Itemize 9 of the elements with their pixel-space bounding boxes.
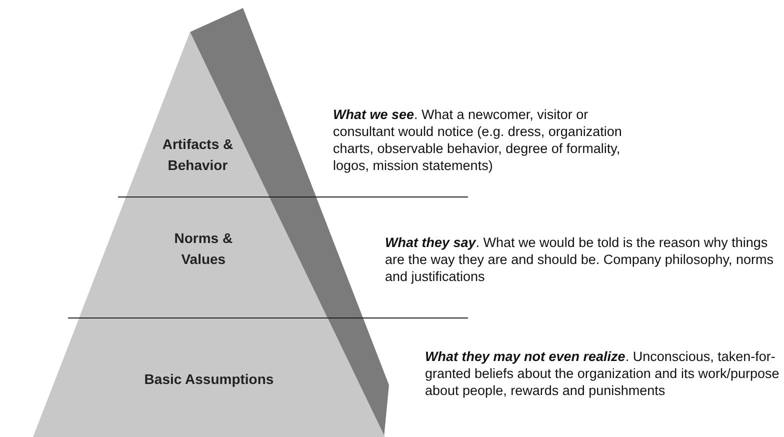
tier-description: What they may not even realize. Unconscious, taken-for-granted beliefs about the organization and its work/purpose about people, rewards and punishments — [425, 348, 780, 399]
tier-label: Basic Assumptions — [143, 370, 275, 389]
tier-label: Artifacts & Behavior — [161, 135, 234, 175]
tier-description: What we see. What a newcomer, visitor or consultant would notice (e.g. dress, organization charts, observable behavior, degree of formality, logos, mission statements) — [333, 106, 623, 174]
pyramid-tier — [79, 197, 328, 318]
pyramid-tier — [126, 32, 270, 197]
tier-label: Norms & Values — [173, 229, 234, 269]
tier-description: What they say. What we would be told is the reason why things are the way they are and should be. Company philosophy, norms and justifications — [385, 234, 774, 285]
pyramid-tier — [33, 318, 385, 437]
